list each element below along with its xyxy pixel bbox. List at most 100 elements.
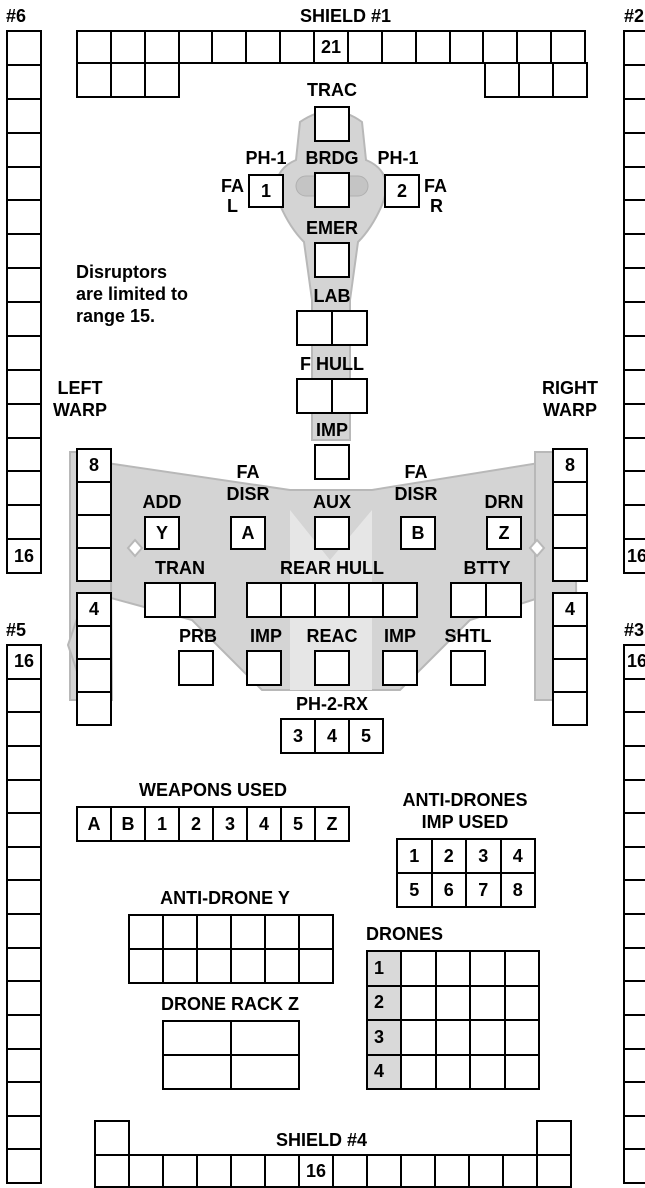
drone-rack-z-grid[interactable]	[162, 1020, 300, 1090]
shield-1-value[interactable]: 21	[315, 32, 349, 64]
weapons-used-grid[interactable]: A B 1 2 3 4 5 Z	[76, 806, 350, 842]
drn-label: DRN	[484, 492, 524, 512]
anti-drone-y-title: ANTI-DRONE Y	[160, 888, 290, 908]
emer-label: EMER	[305, 218, 358, 238]
shield-6-value[interactable]: 16	[8, 540, 42, 574]
right-warp-label-2: WARP	[543, 400, 597, 420]
shield-4-bottom-row[interactable]: 16	[94, 1154, 572, 1188]
imp-center-label: IMP	[315, 420, 348, 440]
bridge-box[interactable]	[314, 172, 350, 208]
drone-row-number: 3	[368, 1021, 403, 1056]
shield-1-left-wing[interactable]	[76, 62, 180, 98]
weapon-used-cell[interactable]: 3	[214, 808, 248, 842]
ph2-box[interactable]: 4	[316, 720, 350, 754]
disruptor-b-box[interactable]: B	[400, 516, 436, 550]
weapon-used-cell[interactable]: Z	[316, 808, 350, 842]
imp-left-label: IMP	[249, 626, 282, 646]
f-hull-boxes[interactable]	[296, 378, 368, 414]
shield-1-right-wing[interactable]	[484, 62, 588, 98]
weapon-used-cell[interactable]: 5	[282, 808, 316, 842]
aux-box[interactable]	[314, 516, 350, 550]
anti-drone-cell[interactable]: 4	[501, 840, 536, 874]
shield-2-label: #2	[624, 6, 645, 26]
left-warp-upper-value[interactable]: 8	[78, 450, 112, 483]
prb-label: PRB	[178, 626, 217, 646]
anti-drone-cell[interactable]: 8	[501, 874, 536, 908]
fa-disr-left-label-1: FA	[236, 462, 260, 482]
shield-4-left-wing[interactable]	[94, 1120, 130, 1156]
drn-box[interactable]: Z	[486, 516, 522, 550]
left-warp-upper[interactable]: 8	[76, 448, 112, 582]
add-box[interactable]: Y	[144, 516, 180, 550]
tran-boxes[interactable]	[144, 582, 216, 618]
anti-drone-cell[interactable]: 7	[467, 874, 502, 908]
weapon-used-cell[interactable]: 4	[248, 808, 282, 842]
drone-rack-z-title: DRONE RACK Z	[161, 994, 299, 1014]
trac-box[interactable]	[314, 106, 350, 142]
disruptor-a-box[interactable]: A	[230, 516, 266, 550]
right-warp-lower[interactable]: 4	[552, 592, 588, 726]
ph1-left-label: PH-1	[245, 148, 287, 168]
shtl-box[interactable]	[450, 650, 486, 686]
weapon-used-cell[interactable]: A	[78, 808, 112, 842]
shield-4-value[interactable]: 16	[300, 1156, 334, 1188]
lab-label: LAB	[313, 286, 351, 306]
weapon-used-cell[interactable]: 1	[146, 808, 180, 842]
right-warp-label-1: RIGHT	[542, 378, 598, 398]
ph1-right-box[interactable]: 2	[384, 174, 420, 208]
anti-drones-grid[interactable]: 1 2 3 4 5 6 7 8	[396, 838, 536, 908]
left-warp-lower[interactable]: 4	[76, 592, 112, 726]
weapons-used-title: WEAPONS USED	[138, 780, 288, 800]
fa-right-label-1: FA	[424, 176, 448, 196]
anti-drone-y-grid[interactable]	[128, 914, 334, 984]
fa-disr-left-label-2: DISR	[226, 484, 270, 504]
shield-4-right-wing[interactable]	[536, 1120, 572, 1156]
emer-box[interactable]	[314, 242, 350, 278]
fa-right-label-2: R	[430, 196, 443, 216]
add-label: ADD	[142, 492, 182, 512]
shtl-label: SHTL	[444, 626, 492, 646]
weapon-used-cell[interactable]: 2	[180, 808, 214, 842]
btty-boxes[interactable]	[450, 582, 522, 618]
shield-6-column[interactable]: 16	[6, 30, 42, 574]
trac-label: TRAC	[307, 80, 357, 100]
left-warp-lower-value[interactable]: 4	[78, 594, 112, 627]
shield-1-label: SHIELD #1	[300, 6, 392, 26]
drones-grid[interactable]: 1 2 3 4	[366, 950, 540, 1090]
imp-right-box[interactable]	[382, 650, 418, 686]
shield-3-column[interactable]: 16	[623, 644, 645, 1184]
reac-box[interactable]	[314, 650, 350, 686]
shield-1-top-row[interactable]: 21	[76, 30, 586, 64]
anti-drone-cell[interactable]: 3	[467, 840, 502, 874]
shield-5-value[interactable]: 16	[8, 646, 42, 680]
weapon-used-cell[interactable]: B	[112, 808, 146, 842]
f-hull-label: F HULL	[300, 354, 364, 374]
drone-row-number: 1	[368, 952, 403, 987]
lab-boxes[interactable]	[296, 310, 368, 346]
shield-2-value[interactable]: 16	[625, 540, 645, 574]
imp-left-box[interactable]	[246, 650, 282, 686]
ph2-box[interactable]: 3	[282, 720, 316, 754]
shield-5-column[interactable]: 16	[6, 644, 42, 1184]
tran-label: TRAN	[155, 558, 205, 578]
anti-drone-cell[interactable]: 2	[432, 840, 467, 874]
left-warp-label-1: LEFT	[57, 378, 103, 398]
shield-3-value[interactable]: 16	[625, 646, 645, 680]
imp-center-box[interactable]	[314, 444, 350, 480]
rear-hull-boxes[interactable]	[246, 582, 418, 618]
anti-drone-cell[interactable]: 6	[432, 874, 467, 908]
anti-drone-cell[interactable]: 1	[398, 840, 433, 874]
prb-box[interactable]	[178, 650, 214, 686]
right-warp-upper[interactable]: 8	[552, 448, 588, 582]
ph1-left-box[interactable]: 1	[248, 174, 284, 208]
anti-drone-cell[interactable]: 5	[398, 874, 433, 908]
disruptor-note-1: Disruptors	[76, 262, 168, 282]
right-warp-lower-value[interactable]: 4	[554, 594, 588, 627]
right-warp-upper-value[interactable]: 8	[554, 450, 588, 483]
ph2-boxes[interactable]: 3 4 5	[280, 718, 384, 754]
fa-disr-right-label-2: DISR	[394, 484, 438, 504]
ph2-box[interactable]: 5	[350, 720, 384, 754]
rear-hull-label: REAR HULL	[280, 558, 384, 578]
ph2-label: PH-2-RX	[295, 694, 368, 714]
shield-2-column[interactable]: 16	[623, 30, 645, 574]
